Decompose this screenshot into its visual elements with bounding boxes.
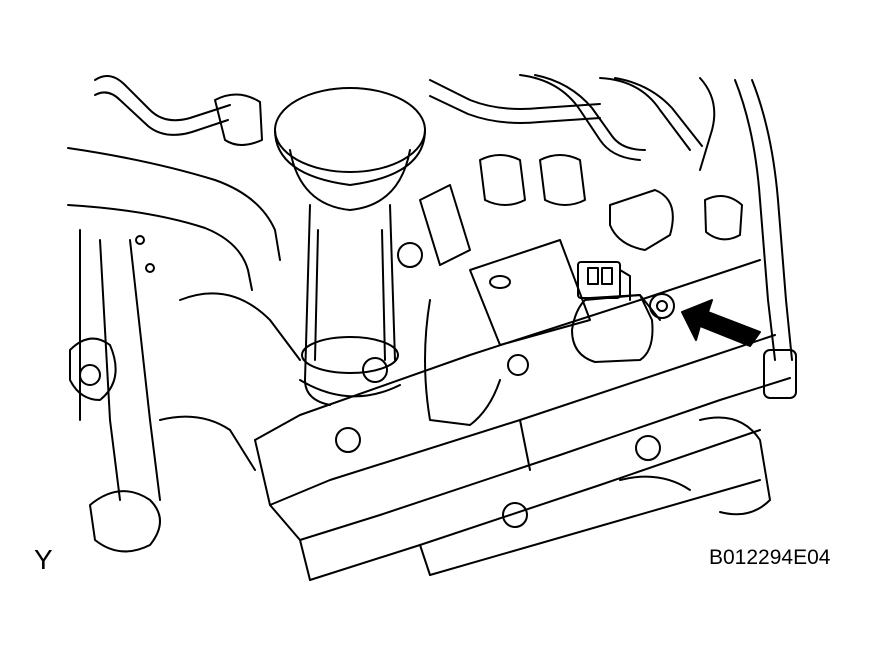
wiring-harness	[94, 74, 797, 399]
lower-right-block	[429, 416, 771, 576]
left-engine-block	[69, 229, 301, 553]
cylinder-head-cover	[254, 242, 791, 581]
pointer-arrow-icon	[681, 299, 761, 347]
view-letter-label: Y	[34, 544, 53, 575]
ignition-coil-boots	[419, 154, 743, 426]
figure-reference-code: B012294E04	[709, 546, 831, 569]
oil-filler-cap	[274, 87, 426, 406]
cam-position-sensor	[571, 261, 675, 363]
left-hose	[67, 93, 281, 291]
